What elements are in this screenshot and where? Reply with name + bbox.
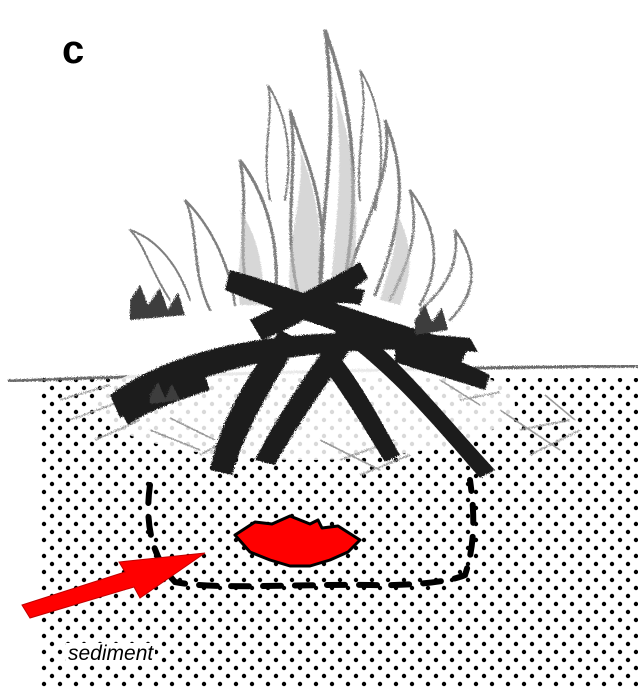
sediment-label: sediment (66, 643, 155, 664)
panel-letter: c (62, 30, 84, 70)
